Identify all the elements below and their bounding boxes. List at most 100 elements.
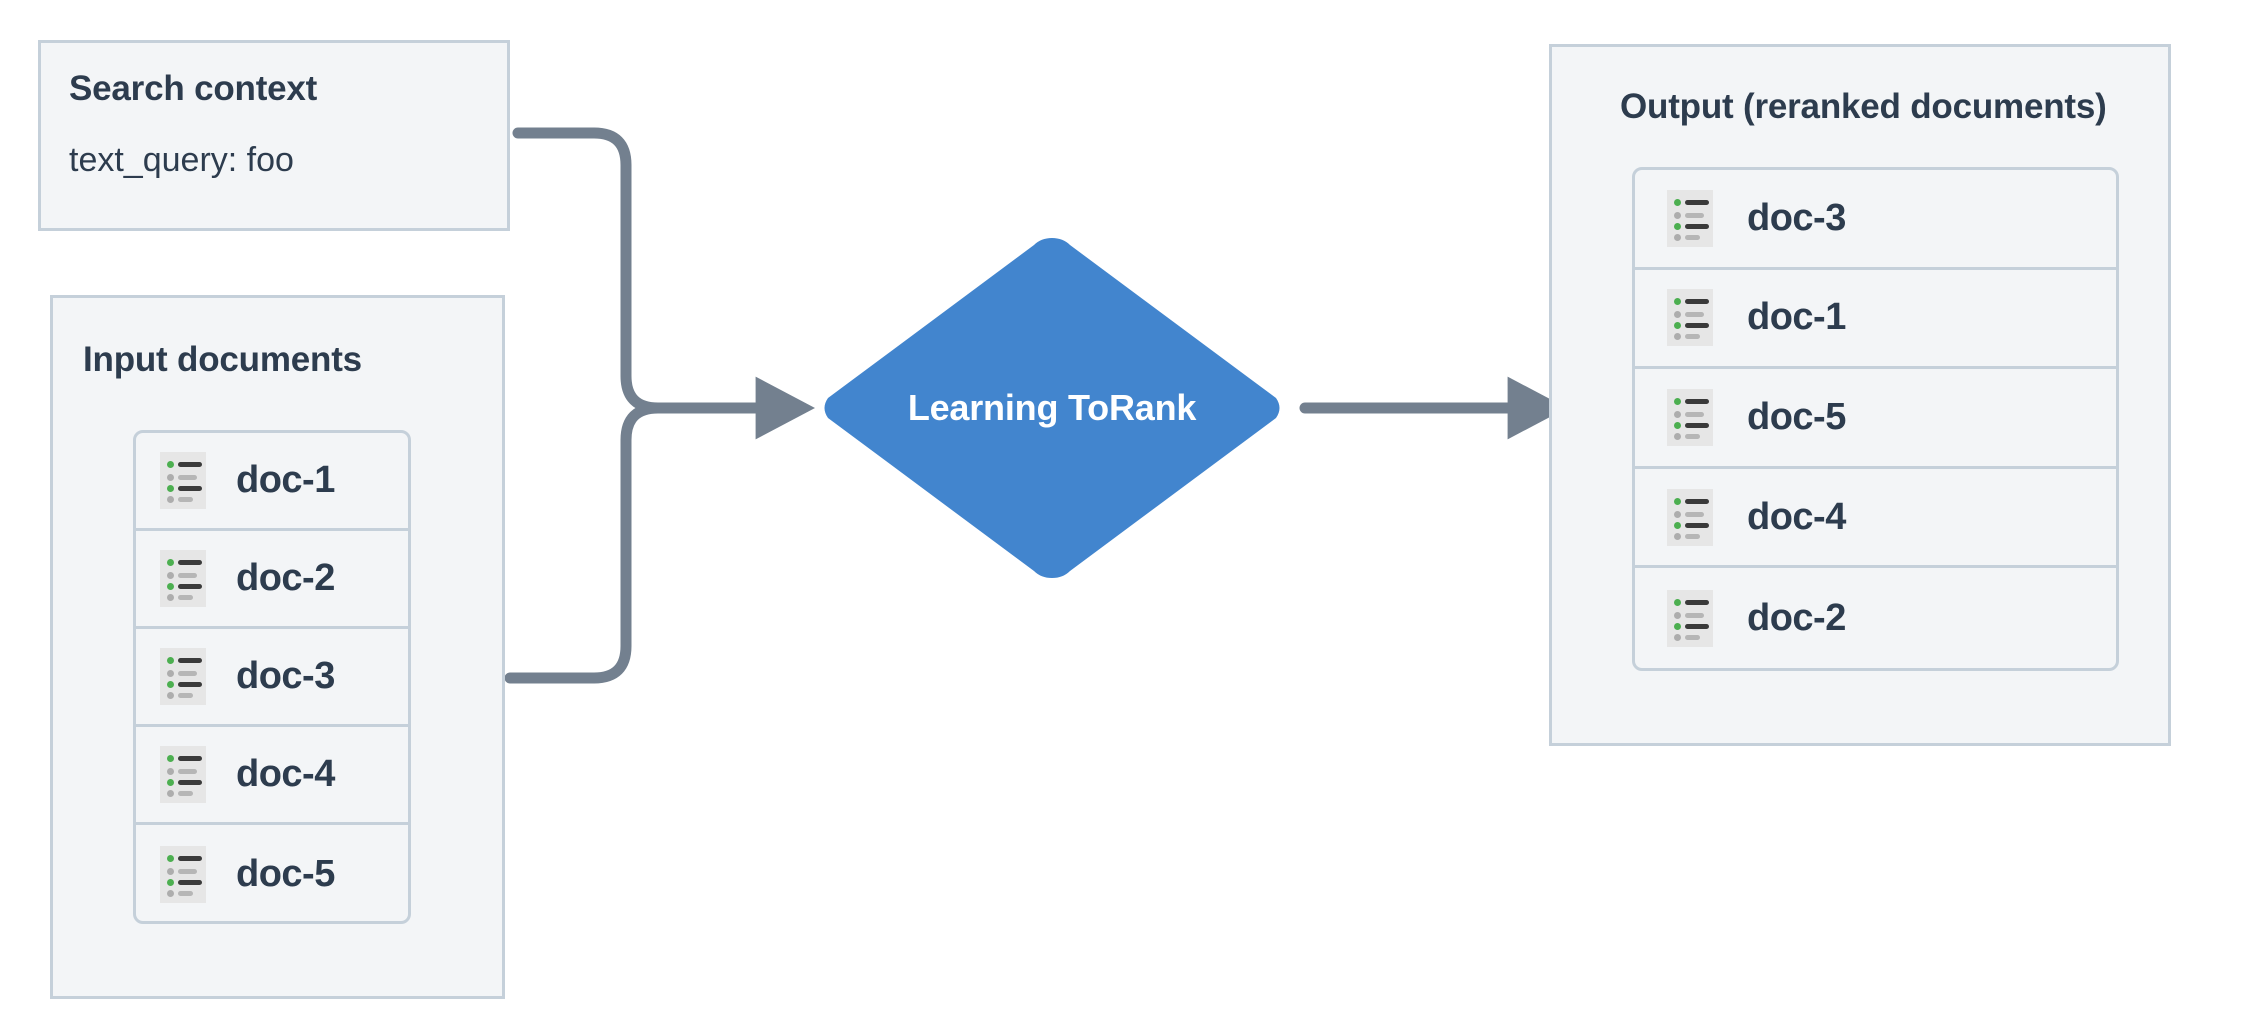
doc-icon-line [178, 497, 193, 502]
ltr-label-text: Learning To [907, 386, 1109, 428]
document-list-item[interactable]: doc-2 [136, 531, 408, 629]
document-list-icon [1667, 388, 1713, 446]
doc-icon-bullet [1674, 311, 1681, 319]
doc-icon-bullet [167, 878, 174, 886]
doc-icon-line [1685, 634, 1700, 640]
document-list-icon [1667, 589, 1713, 647]
doc-icon-line [178, 573, 197, 578]
doc-icon-line [178, 462, 202, 467]
doc-icon-line [1685, 234, 1700, 240]
doc-icon-line [178, 780, 202, 785]
doc-icon-bullet [1674, 598, 1681, 606]
document-list-icon [160, 550, 206, 607]
document-list-icon [160, 845, 206, 903]
doc-icon-line [178, 584, 202, 589]
doc-icon-bullet [167, 670, 174, 677]
document-list-item[interactable]: doc-5 [136, 825, 408, 921]
ltr-label-text-2: Rank [1108, 386, 1197, 428]
doc-icon-line [178, 890, 193, 896]
search-context-query-text: text_query: foo [69, 141, 294, 179]
connector-input-documents-to-ltr [504, 402, 706, 684]
doc-icon-bullet [167, 474, 174, 481]
doc-icon-line [1685, 299, 1709, 305]
document-list-item[interactable]: doc-1 [136, 433, 408, 531]
doc-icon-bullet [1674, 521, 1681, 529]
doc-icon-bullet [167, 485, 174, 492]
document-list-item[interactable]: doc-4 [136, 727, 408, 825]
doc-icon-bullet [167, 692, 174, 699]
doc-icon-line [1685, 433, 1700, 439]
doc-icon-line [178, 879, 202, 885]
doc-icon-bullet [167, 768, 174, 775]
doc-icon-line [1685, 623, 1709, 629]
learning-to-rank-label: Learning To Rank [813, 230, 1291, 586]
doc-icon-line [178, 671, 197, 676]
doc-icon-bullet [1674, 298, 1681, 306]
doc-icon-bullet [1674, 233, 1681, 241]
doc-icon-bullet [1674, 497, 1681, 505]
document-list-item[interactable]: doc-4 [1635, 469, 2116, 569]
doc-icon-bullet [1674, 198, 1681, 206]
document-label: doc-3 [236, 655, 335, 697]
doc-icon-bullet [1674, 510, 1681, 518]
doc-icon-line [1685, 323, 1709, 329]
doc-icon-bullet [1674, 211, 1681, 219]
document-label: doc-1 [236, 459, 335, 501]
doc-icon-line [1685, 334, 1700, 340]
document-label: doc-3 [1747, 196, 1846, 239]
doc-icon-line [178, 560, 202, 565]
doc-icon-line [1685, 599, 1709, 605]
doc-icon-bullet [167, 889, 174, 897]
doc-icon-line [178, 791, 193, 796]
doc-icon-bullet [167, 681, 174, 688]
doc-icon-bullet [167, 572, 174, 579]
document-label: doc-2 [1747, 596, 1846, 639]
document-list-icon [1667, 189, 1713, 247]
doc-icon-bullet [167, 496, 174, 503]
doc-icon-line [178, 682, 202, 687]
input-documents-panel: Input documents doc-1 doc-2 doc-3 doc-4 doc-… [50, 295, 505, 999]
input-documents-title: Input documents [83, 340, 362, 379]
doc-icon-bullet [1674, 333, 1681, 341]
document-list-item[interactable]: doc-2 [1635, 568, 2116, 668]
output-title: Output (reranked documents) [1620, 87, 2107, 126]
doc-icon-line [178, 658, 202, 663]
document-label: doc-2 [236, 557, 335, 599]
doc-icon-line [1685, 498, 1709, 504]
doc-icon-bullet [167, 559, 174, 566]
doc-icon-bullet [1674, 622, 1681, 630]
doc-icon-bullet [167, 779, 174, 786]
doc-icon-bullet [167, 594, 174, 601]
doc-icon-bullet [1674, 222, 1681, 230]
doc-icon-line [1685, 199, 1709, 205]
doc-icon-line [1685, 511, 1704, 517]
document-list-item[interactable]: doc-1 [1635, 270, 2116, 370]
doc-icon-bullet [167, 657, 174, 664]
document-list-item[interactable]: doc-3 [136, 629, 408, 727]
doc-icon-bullet [1674, 397, 1681, 405]
learning-to-rank-node[interactable]: Learning To Rank [813, 230, 1291, 586]
doc-icon-bullet [167, 755, 174, 762]
doc-icon-bullet [167, 583, 174, 590]
doc-icon-line [1685, 533, 1700, 539]
doc-icon-line [1685, 312, 1704, 318]
doc-icon-line [1685, 398, 1709, 404]
search-context-panel: Search context text_query: foo [38, 40, 510, 231]
doc-icon-line [1685, 522, 1709, 528]
document-label: doc-4 [1747, 495, 1846, 538]
doc-icon-bullet [1674, 611, 1681, 619]
output-panel: Output (reranked documents) doc-3 doc-1 do… [1549, 44, 2171, 746]
document-list-item[interactable]: doc-3 [1635, 170, 2116, 270]
document-list-icon [160, 452, 206, 509]
doc-icon-bullet [1674, 633, 1681, 641]
doc-icon-bullet [167, 790, 174, 797]
doc-icon-bullet [167, 867, 174, 875]
doc-icon-line [1685, 212, 1704, 218]
document-label: doc-4 [236, 753, 335, 795]
doc-icon-line [1685, 422, 1709, 428]
document-label: doc-1 [1747, 296, 1846, 339]
doc-icon-bullet [1674, 421, 1681, 429]
doc-icon-line [178, 855, 202, 861]
document-list-item[interactable]: doc-5 [1635, 369, 2116, 469]
